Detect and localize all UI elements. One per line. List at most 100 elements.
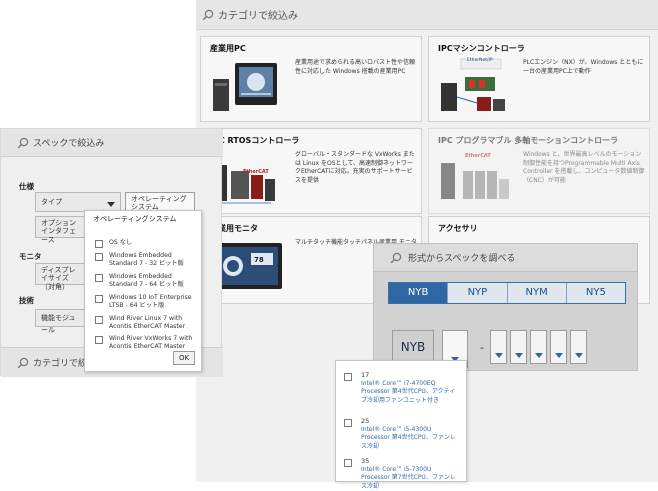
chevron-down-icon (574, 353, 583, 358)
os-option[interactable]: Windows 10 IoT Enterprise LTSB - 64 ビット版 (95, 294, 199, 312)
chevron-down-icon (494, 353, 503, 358)
os-option-label: Windows Embedded Standard 7 - 32 ビット版 (109, 252, 184, 268)
category-filter-header[interactable]: カテゴリで絞込み (196, 0, 658, 30)
filter-label: オペレーティングシステム (131, 195, 187, 212)
checkbox[interactable] (344, 373, 352, 381)
processor-code: 25 (361, 417, 370, 425)
processor-description: Intel® Core™ i7-4700EQ Processor 第4世代CPU… (361, 380, 456, 404)
model-segment-select[interactable] (570, 330, 587, 364)
card-title: IPC プログラマブル 多軸モーションコントローラ (438, 136, 619, 145)
search-icon (17, 137, 29, 148)
tab-nyp[interactable]: NYP (448, 283, 508, 303)
processor-code: 35 (361, 457, 370, 465)
category-filter-title: カテゴリで絞込み (33, 359, 106, 369)
search-icon (390, 252, 402, 263)
category-filter-title: カテゴリで絞込み (218, 11, 298, 22)
model-segment-select[interactable] (490, 330, 507, 364)
spec-filter-header[interactable]: スペックで絞込み (1, 129, 223, 157)
ok-button[interactable]: OK (173, 351, 195, 365)
model-segment-select[interactable] (550, 330, 567, 364)
chevron-down-icon (514, 353, 523, 358)
checkbox[interactable] (95, 253, 103, 261)
processor-option-text: 25 Intel® Core™ i5-4300U Processor 第4世代C… (361, 417, 461, 451)
group-label-spec: 仕様 (19, 182, 34, 191)
processor-code: 17 (361, 371, 370, 379)
search-icon (202, 9, 214, 20)
model-segment-select[interactable] (510, 330, 527, 364)
processor-option[interactable]: 35 Intel® Core™ i5-7300U Processor 第7世代C… (344, 457, 461, 491)
os-option-label: Windows 10 IoT Enterprise LTSB - 64 ビット版 (109, 294, 192, 310)
os-option[interactable]: Windows Embedded Standard 7 - 32 ビット版 (95, 252, 199, 270)
card-title: 産業用PC (210, 44, 246, 53)
ethernet-ip-badge: EtherNet/IP (467, 58, 493, 63)
industrial-pc-image (213, 63, 277, 111)
processor-option-text: 17 Intel® Core™ i7-4700EQ Processor 第4世代… (361, 371, 461, 405)
chevron-down-icon (554, 353, 563, 358)
checkbox[interactable] (344, 459, 352, 467)
os-option[interactable]: OS なし (95, 239, 199, 248)
multi-axis-motion-controller-image (441, 163, 509, 199)
ethercat-badge: EtherCAT (465, 153, 491, 159)
model-search-panel: 形式からスペックを調べる NYB NYP NYM NY5 NYB - (373, 243, 638, 371)
filter-label: タイプ (41, 198, 62, 206)
category-filter-panel: カテゴリで絞込み 産業用PC 産業用途で求められる高いロバスト性や信頼性に対応し… (196, 0, 658, 482)
card-title: 産業用モニタ (210, 224, 258, 233)
model-search-header[interactable]: 形式からスペックを調べる (374, 244, 637, 272)
model-segment-select[interactable] (530, 330, 547, 364)
monitor-value: 78 (254, 256, 264, 264)
checkbox[interactable] (95, 316, 103, 324)
os-option[interactable]: Wind River Linux 7 with Acontis EtherCAT… (95, 315, 199, 333)
card-description: 産業用途で求められる高いロバスト性や信頼性に対応した Windows 搭載の産業… (295, 59, 416, 75)
processor-option[interactable]: 25 Intel® Core™ i5-4300U Processor 第4世代C… (344, 417, 461, 451)
checkbox[interactable] (95, 240, 103, 248)
filter-label: 機能モジュール (41, 314, 76, 334)
processor-option[interactable]: 17 Intel® Core™ i7-4700EQ Processor 第4世代… (344, 371, 461, 405)
group-label-monitor: モニタ (19, 252, 42, 261)
model-series-tabs: NYB NYP NYM NY5 (388, 282, 626, 304)
os-option[interactable]: Wind River VxWorks 7 with Acontis EtherC… (95, 335, 199, 353)
category-card-multi-axis-motion-controller[interactable]: IPC プログラマブル 多軸モーションコントローラ EtherCAT Windo… (428, 128, 650, 214)
filter-function-module-button[interactable]: 機能モジュール (35, 309, 87, 334)
category-card-industrial-pc[interactable]: 産業用PC 産業用途で求められる高いロバスト性や信頼性に対応した Windows… (200, 36, 422, 122)
search-icon (17, 357, 29, 368)
model-separator: - (480, 341, 484, 354)
industrial-monitor-image (212, 243, 282, 289)
os-option-label: Wind River Linux 7 with Acontis EtherCAT… (109, 315, 186, 331)
checkbox[interactable] (95, 274, 103, 282)
checkbox[interactable] (344, 419, 352, 427)
os-option-label: Windows Embedded Standard 7 - 64 ビット版 (109, 273, 184, 289)
category-cards: 産業用PC 産業用途で求められる高いロバスト性や信頼性に対応した Windows… (196, 30, 658, 482)
tab-nyb[interactable]: NYB (389, 283, 449, 303)
model-search-title: 形式からスペックを調べる (408, 254, 516, 264)
category-card-ipc-rtos-controller[interactable]: IPC RTOSコントローラ EtherCAT グローバル・スタンダードな Vx… (200, 128, 422, 214)
os-option-label: OS なし (109, 239, 133, 246)
spec-filter-title: スペックで絞込み (33, 139, 105, 149)
filter-option-interface-button[interactable]: オプションインタフェース (35, 216, 87, 244)
ethercat-badge: EtherCAT (243, 169, 269, 175)
os-dropdown-title: オペレーティングシステム (93, 215, 177, 223)
card-title: IPCマシンコントローラ (438, 44, 525, 53)
card-title: IPC RTOSコントローラ (210, 136, 300, 145)
checkbox[interactable] (95, 336, 103, 344)
filter-type-button[interactable]: タイプ (35, 192, 121, 212)
os-filter-dropdown: オペレーティングシステム OS なし Windows Embedded Stan… (84, 210, 202, 372)
ipc-machine-controller-image (441, 58, 505, 111)
chevron-down-icon (534, 353, 543, 358)
os-option[interactable]: Windows Embedded Standard 7 - 64 ビット版 (95, 273, 199, 291)
processor-dropdown: 17 Intel® Core™ i7-4700EQ Processor 第4世代… (335, 360, 467, 490)
processor-option-text: 35 Intel® Core™ i5-7300U Processor 第7世代C… (361, 457, 461, 491)
os-option-label: Wind River VxWorks 7 with Acontis EtherC… (109, 335, 193, 351)
card-description: マルチタッチ機能タッチパネル産業用 モニタ (295, 239, 417, 246)
card-description: グローバル・スタンダードな VxWorks または Linux をOSとして、高… (295, 151, 415, 185)
card-description: PLCエンジン（NX）が、Windows とともに一台の産業用PC上で動作 (523, 59, 644, 75)
checkbox[interactable] (95, 295, 103, 303)
processor-description: Intel® Core™ i5-4300U Processor 第4世代CPU、… (361, 426, 456, 450)
filter-display-size-button[interactable]: ディスプレイサイズ（対角） (35, 263, 87, 291)
tab-nym[interactable]: NYM (507, 283, 567, 303)
category-card-ipc-machine-controller[interactable]: IPCマシンコントローラ EtherNet/IP PLCエンジン（NX）が、Wi… (428, 36, 650, 122)
chevron-down-icon (451, 357, 459, 362)
group-label-technology: 技術 (19, 296, 34, 305)
tab-ny5[interactable]: NY5 (566, 283, 625, 303)
processor-description: Intel® Core™ i5-7300U Processor 第7世代CPU、… (361, 466, 456, 490)
card-description: Windows と、世界最高レベルのモーション制御性能を持つProgrammab… (523, 151, 645, 185)
